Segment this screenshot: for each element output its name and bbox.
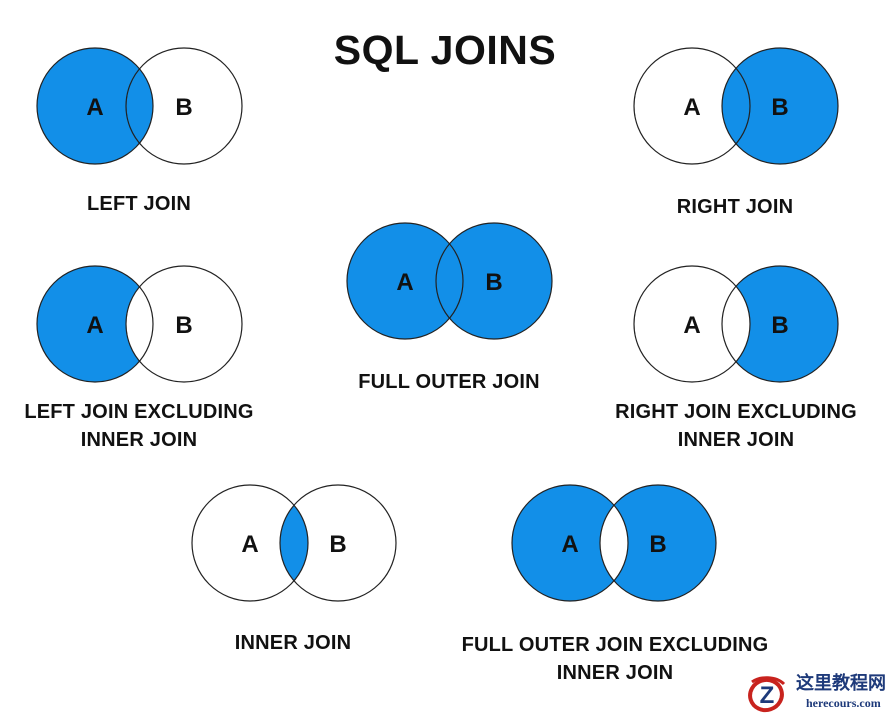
set-b-label: B [175, 94, 192, 121]
set-a-fill [37, 48, 153, 164]
set-b-outline [435, 222, 553, 340]
set-b-fill [722, 48, 838, 164]
set-b-outline [125, 265, 243, 383]
set-a-label: A [396, 269, 413, 296]
label-right-join: RIGHT JOIN [676, 196, 794, 218]
set-a-label: A [241, 531, 258, 558]
label-left-join-excluding-inner-join-line-2: INNER JOIN [80, 429, 198, 451]
set-b-outline [721, 47, 839, 165]
label-right-join-excluding-inner-join-line-1: RIGHT JOIN EXCLUDING [615, 401, 857, 423]
set-b-outline [721, 265, 839, 383]
label-full-outer-join-excluding-inner-join-line-1: FULL OUTER JOIN EXCLUDING [461, 634, 769, 656]
set-b-outline [279, 484, 397, 602]
set-a-label: A [86, 312, 103, 339]
set-a-label: A [683, 94, 700, 121]
set-a-outline [36, 265, 154, 383]
set-a-label: A [86, 94, 103, 121]
set-b-label: B [329, 531, 346, 558]
label-left-join: LEFT JOIN [86, 193, 192, 215]
set-b-label: B [771, 312, 788, 339]
set-b-fill [722, 266, 838, 382]
set-a-fill [37, 266, 153, 382]
set-a-outline [511, 484, 629, 602]
site-url: herecours.com [806, 696, 881, 710]
set-a-outline [633, 47, 751, 165]
set-a-outline [36, 47, 154, 165]
label-left-join-excluding-inner-join-line-1: LEFT JOIN EXCLUDING [24, 401, 254, 423]
site-logo-letter: Z [760, 682, 775, 709]
label-full-outer-join: FULL OUTER JOIN [358, 371, 540, 393]
set-b-fill [436, 223, 552, 339]
set-a-fill [512, 485, 628, 601]
set-a-fill [347, 223, 463, 339]
set-b-label: B [771, 94, 788, 121]
site-name: 这里教程网 [796, 673, 886, 694]
set-b-label: B [175, 312, 192, 339]
set-a-outline [191, 484, 309, 602]
set-b-label: B [485, 269, 502, 296]
set-b-label: B [649, 531, 666, 558]
label-inner-join: INNER JOIN [234, 632, 352, 654]
set-b-outline [599, 484, 717, 602]
site-watermark: Z 这里教程网 herecours.com [744, 672, 890, 714]
set-b-outline [125, 47, 243, 165]
set-b-fill [600, 485, 716, 601]
set-a-label: A [683, 312, 700, 339]
set-a-label: A [561, 531, 578, 558]
set-a-outline [346, 222, 464, 340]
label-full-outer-join-excluding-inner-join-line-2: INNER JOIN [556, 662, 674, 684]
set-a-outline [633, 265, 751, 383]
label-right-join-excluding-inner-join-line-2: INNER JOIN [677, 429, 795, 451]
site-logo-icon: Z [748, 676, 786, 713]
page-title: SQL JOINS [333, 27, 557, 73]
